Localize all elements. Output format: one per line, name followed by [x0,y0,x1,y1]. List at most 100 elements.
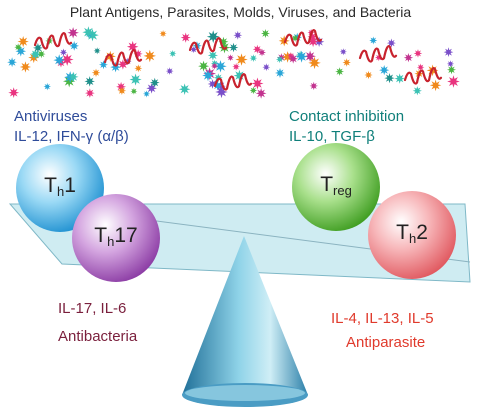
pathogen-particle-icon [295,50,308,63]
pathogen-strand-icon [188,37,228,55]
pathogen-strand-icon [33,32,73,50]
pathogen-particle-icon [37,49,46,59]
pathogen-particle-icon [447,75,460,88]
pathogen-strand-icon [358,45,398,63]
pathogen-particle-icon [258,48,266,57]
pathogen-particle-icon [249,54,258,62]
pathogen-particle-icon [53,54,65,66]
pathogen-particle-icon [228,42,239,53]
treg-sphere [292,143,380,231]
pathogen-particle-icon [447,65,456,75]
pathogen-particle-icon [339,48,347,56]
pathogen-particle-icon [180,32,191,43]
pathogen-particle-icon [413,49,423,58]
treg-cell-label: Treg [320,173,352,198]
treg-cytokines-label: IL-10, TGF-β [289,128,375,145]
pathogen-particle-icon [59,48,68,57]
pathogen-particle-icon [84,76,95,87]
pathogen-particle-icon [91,68,101,77]
pathogen-particle-icon [207,50,218,61]
pathogen-particle-icon [143,49,156,63]
pathogen-particle-icon [67,27,79,39]
pathogen-particle-icon [364,70,373,80]
th2-cytokines-label: IL-4, IL-13, IL-5 [331,310,434,327]
pathogen-particle-icon [85,88,95,98]
th1-sphere [16,144,104,232]
pathogen-particle-icon [99,60,108,70]
pathogen-strand-icon [213,73,253,91]
th1-cytokines-label: IL-12, IFN-γ (α/β) [14,128,129,145]
pathogen-particle-icon [159,30,167,38]
pathogen-particle-icon [379,65,390,76]
pathogen-particle-icon [68,71,79,83]
pathogen-particle-icon [214,60,227,73]
pathogen-particle-icon [117,86,127,95]
pathogen-particle-icon [126,40,139,53]
pathogen-particle-icon [251,77,264,90]
pathogen-strand-icon [403,67,443,85]
pathogen-particle-icon [394,73,405,84]
pathogen-particle-icon [17,36,29,48]
pathogen-particle-icon [262,63,271,71]
pathogen-particle-icon [416,63,425,71]
pathogen-particle-icon [342,58,351,67]
pathogen-particle-icon [93,47,101,55]
th2-sphere [368,191,456,279]
th2-function-label: Antiparasite [346,334,426,351]
pathogen-particle-icon [198,60,210,72]
pathogen-particle-icon [202,69,214,82]
pathogen-particle-icon [249,86,258,95]
pathogen-particle-icon [134,64,143,73]
treg-function-label: Contact inhibition [289,108,405,125]
pathogen-particle-icon [308,56,321,70]
pathogen-particle-icon [233,30,243,40]
pathogen-particle-icon [82,26,95,39]
fulcrum-cone [182,236,308,395]
pathogen-strand-icon [283,29,323,47]
pathogen-particle-icon [7,57,17,68]
pathogen-particle-icon [412,86,422,96]
pathogen-particle-icon [226,54,234,62]
th17-cytokines-label: IL-17, IL-6 [58,300,127,317]
pathogen-particle-icon [446,60,455,68]
th17-function-label: Antibacteria [58,328,138,345]
pathogen-particle-icon [169,50,177,58]
pathogen-particle-icon [235,53,248,66]
th1-cell-label: Th1 [44,174,76,199]
pathogen-particle-icon [149,77,160,88]
pathogen-particle-icon [443,47,454,57]
th17-sphere [72,194,160,282]
pathogen-particle-icon [190,46,198,54]
th2-cell-label: Th2 [396,221,428,246]
th17-cell-label: Th17 [94,224,138,249]
pathogen-particle-icon [403,53,414,63]
pathogen-particle-icon [210,62,219,70]
pathogen-particle-icon [14,43,22,52]
pathogen-particle-icon [275,68,285,78]
diagram-title: Plant Antigens, Parasites, Molds, Viruse… [69,4,412,20]
pathogen-particle-icon [288,53,298,64]
pathogen-particle-icon [232,62,240,71]
th1-function-label: Antiviruses [14,108,88,125]
pathogen-particle-icon [369,36,378,45]
pathogen-particle-icon [261,29,270,38]
pathogen-particle-icon [233,69,246,82]
pathogen-particle-icon [275,55,284,64]
pathogen-particle-icon [384,73,395,84]
pathogen-particle-icon [8,87,20,98]
pathogen-particle-icon [255,88,267,99]
pathogen-particle-icon [165,67,174,75]
pathogen-particle-icon [252,44,262,54]
pathogen-particle-icon [110,61,121,73]
pathogen-particle-icon [43,82,51,91]
fulcrum-cone-base-highlight [185,385,305,401]
pathogen-strand-icon [103,49,143,67]
pathogen-particle-icon [129,73,142,86]
pathogen-particle-icon [178,83,191,95]
pathogen-particle-icon [19,61,31,73]
pathogen-cloud [7,26,460,99]
pathogen-particle-icon [429,79,442,92]
pathogen-particle-icon [309,81,318,91]
